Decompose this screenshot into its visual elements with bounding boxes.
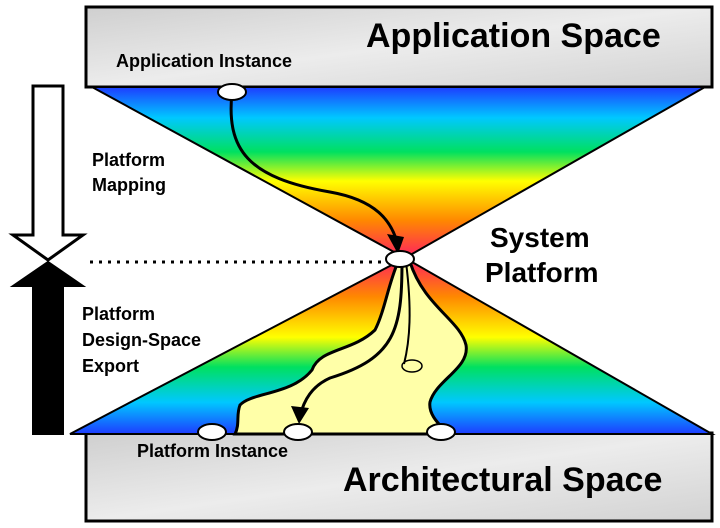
- export-label-3: Export: [82, 356, 140, 376]
- export-label-2: Design-Space: [82, 330, 202, 350]
- platform-mapping-label-2: Mapping: [92, 175, 166, 195]
- platform-mapping-label-1: Platform: [92, 150, 166, 170]
- architectural-space-title: Architectural Space: [343, 461, 663, 499]
- design-space-region: [232, 260, 468, 436]
- system-platform-label-2: Platform: [485, 257, 599, 288]
- application-space-title: Application Space: [366, 17, 661, 55]
- architectural-space-box: [84, 431, 714, 523]
- application-instance-node: [217, 83, 247, 101]
- export-curve-2: [403, 261, 411, 365]
- mapping-arrowhead: [387, 234, 404, 254]
- export-dot: [401, 359, 423, 373]
- export-arrowhead: [291, 406, 309, 424]
- export-label-1: Platform: [82, 304, 156, 324]
- platform-instance-node-1: [197, 423, 227, 441]
- platform-instance-node-2: [283, 423, 313, 441]
- solid-up-arrow-icon: [9, 260, 87, 435]
- mapping-arrow: [229, 91, 400, 247]
- export-arrow: [298, 261, 404, 417]
- platform-instance-label: Platform Instance: [137, 441, 289, 461]
- system-platform-node: [385, 250, 415, 268]
- upper-funnel: [91, 86, 709, 260]
- application-space-box: [84, 5, 714, 89]
- platform-instance-node-3: [426, 423, 456, 441]
- system-platform-label-1: System: [490, 222, 590, 253]
- application-instance-label: Application Instance: [116, 51, 293, 71]
- hollow-down-arrow-icon: [8, 84, 88, 262]
